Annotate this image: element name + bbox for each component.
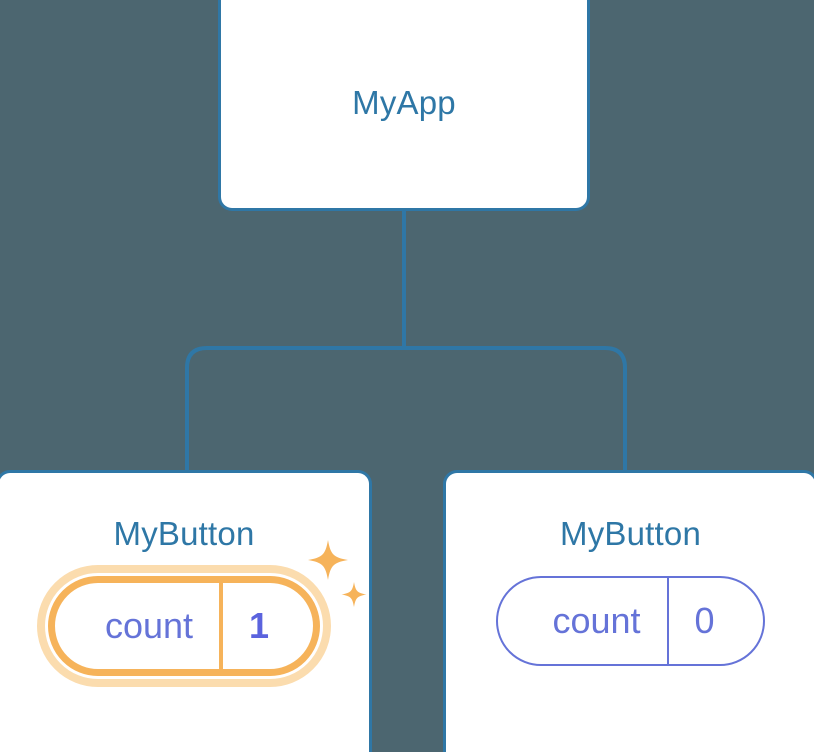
prop-value: 0 <box>666 578 763 664</box>
sparkle-small-icon <box>341 582 367 607</box>
prop-key: count <box>104 605 194 646</box>
prop-key: count <box>552 600 641 641</box>
connector-bracket <box>185 346 627 472</box>
sparkle-icon <box>308 540 349 580</box>
prop-pill-default[interactable]: count 0 <box>496 576 765 666</box>
tree-node-mybutton-0[interactable]: MyButton count 1 <box>0 470 372 752</box>
connector-lines <box>185 211 627 472</box>
tree-node-mybutton-1[interactable]: MyButton count 0 <box>443 470 814 752</box>
node-title: MyButton <box>560 515 701 552</box>
prop-value: 1 <box>219 583 313 669</box>
prop-pill: count 0 <box>496 576 765 666</box>
node-title: MyButton <box>113 515 255 552</box>
prop-pill: count 1 <box>47 576 321 676</box>
tree-node-root[interactable]: MyApp <box>218 0 590 211</box>
node-title: MyApp <box>352 83 456 121</box>
prop-pill-highlighted[interactable]: count 1 <box>36 540 367 687</box>
